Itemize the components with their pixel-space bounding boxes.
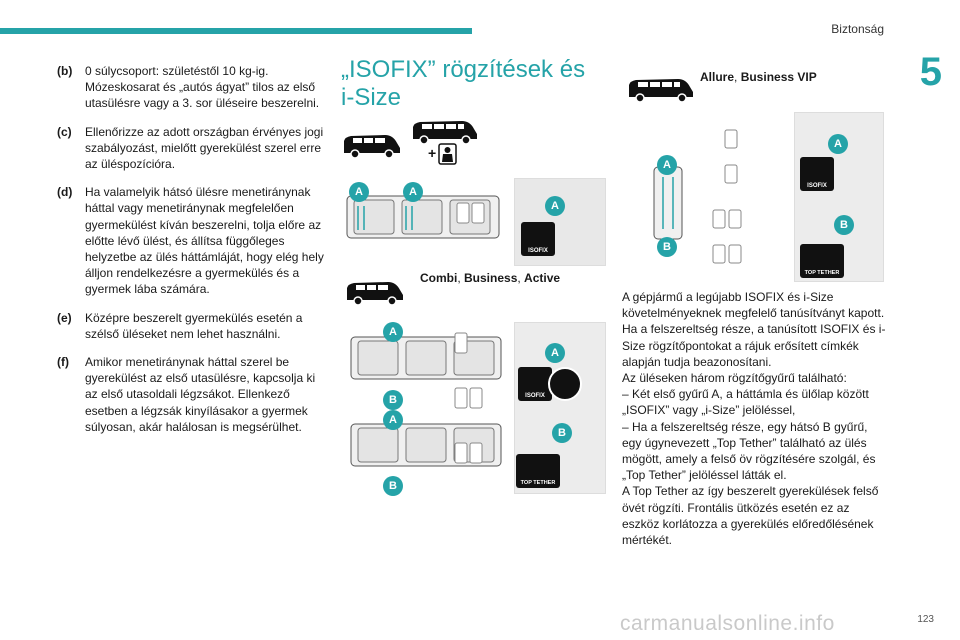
van-short-icon: [347, 282, 403, 306]
section-title: Biztonság: [831, 22, 884, 36]
isofix-label-icon: ISOFIX: [518, 367, 552, 401]
description-paragraph: – Ha a felszereltség része, egy hátsó B …: [622, 419, 876, 483]
variant-part: Business: [464, 271, 518, 285]
single-seat-diagram: [653, 166, 683, 240]
svg-text:+: +: [428, 145, 436, 161]
footnote-label: (d): [57, 185, 73, 200]
watermark: carmanualsonline.info: [620, 612, 835, 635]
van-long-icon: [413, 121, 477, 145]
isofix-label-icon: ISOFIX: [521, 222, 555, 256]
footnote-item: (f) Amikor menetiránynak háttal szerel be…: [57, 354, 327, 435]
isofix-label-icon: ISOFIX: [800, 157, 834, 191]
isize-label-icon: [548, 367, 582, 401]
anchor-b-badge: B: [657, 237, 677, 257]
variant-part: ,: [517, 271, 525, 285]
footnote-label: (e): [57, 310, 72, 325]
footnote-item: (b) 0 súlycsoport: születéstől 10 kg-ig. …: [57, 63, 327, 112]
anchor-a-badge: A: [383, 410, 403, 430]
footnote-label: (f): [57, 355, 69, 370]
variant-label-allure: Allure, Business VIP: [700, 70, 817, 84]
anchor-b-badge: B: [552, 423, 572, 443]
anchor-a-badge: A: [349, 182, 369, 202]
vehicle-plan-view: [456, 202, 485, 224]
footnote-text: Ellenőrizze az adott országban érvényes …: [85, 124, 324, 172]
footnote-text: Amikor menetiránynak háttal szerel be gy…: [85, 355, 316, 434]
description-paragraph: A gépjármű a legújabb ISOFIX és i-Size k…: [622, 290, 885, 321]
anchor-a-badge: A: [657, 155, 677, 175]
anchor-b-badge: B: [383, 390, 403, 410]
top-tether-label-icon: TOP TETHER: [800, 244, 844, 278]
footnote-item: (e) Középre beszerelt gyermekülés esetén …: [57, 310, 327, 342]
van-short-icon: [344, 135, 400, 159]
anchor-a-badge: A: [545, 343, 565, 363]
vehicle-plan-view: [712, 129, 742, 264]
description-paragraph: A Top Tether az így beszerelt gyerekülés…: [622, 484, 879, 548]
variant-part: Allure: [700, 70, 735, 84]
chapter-number: 5: [919, 50, 942, 94]
variant-part: ,: [457, 271, 465, 285]
vehicle-plan-view: [454, 332, 483, 464]
description-paragraph: Ha a felszereltség része, a tanúsított I…: [622, 322, 886, 369]
anchor-a-badge: A: [545, 196, 565, 216]
variant-part: Business VIP: [740, 70, 817, 84]
footnotes-column: (b) 0 súlycsoport: születéstől 10 kg-ig. …: [57, 63, 327, 447]
anchor-a-badge: A: [383, 322, 403, 342]
anchor-a-badge: A: [403, 182, 423, 202]
child-seat-plus-icon: +: [428, 143, 457, 165]
van-long-icon: [629, 79, 693, 103]
variant-label-combi: Combi, Business, Active: [420, 271, 560, 285]
footnote-item: (d) Ha valamelyik hátsó ülésre menetirány…: [57, 184, 327, 297]
footnote-label: (c): [57, 124, 72, 139]
anchor-b-badge: B: [834, 215, 854, 235]
description-paragraph: – Két első gyűrű A, a háttámla és ülőlap…: [622, 387, 869, 418]
top-tether-label-icon: TOP TETHER: [516, 454, 560, 488]
footnote-item: (c) Ellenőrizze az adott országban érvény…: [57, 124, 327, 173]
header-accent-bar: [0, 28, 472, 34]
footnote-text: 0 súlycsoport: születéstől 10 kg-ig. Móz…: [85, 64, 320, 111]
footnote-text: Ha valamelyik hátsó ülésre menetiránynak…: [85, 185, 324, 297]
footnote-text: Középre beszerelt gyermekülés esetén a s…: [85, 310, 303, 341]
page-number: 123: [917, 614, 934, 625]
page-title: „ISOFIX” rögzítések és i-Size: [341, 56, 586, 111]
anchor-a-badge: A: [828, 134, 848, 154]
variant-part: Combi: [420, 271, 458, 285]
description-paragraph: Az üléseken három rögzítőgyűrű található…: [622, 371, 847, 386]
variant-part: ,: [734, 70, 741, 84]
anchor-b-badge: B: [383, 476, 403, 496]
isofix-description: A gépjármű a legújabb ISOFIX és i-Size k…: [622, 289, 890, 548]
variant-part: Active: [524, 271, 561, 285]
footnote-label: (b): [57, 64, 73, 78]
